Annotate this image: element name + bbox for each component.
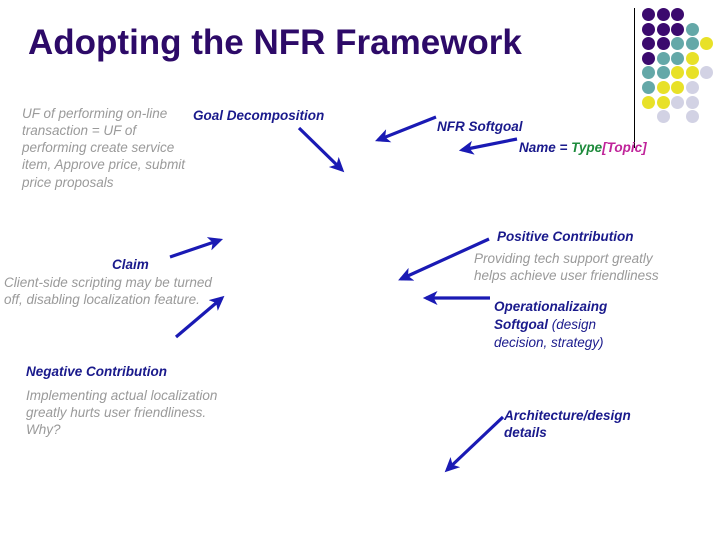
decorative-dot bbox=[656, 37, 670, 51]
decorative-dot bbox=[656, 51, 670, 65]
positive-contribution-body: Providing tech support greatly helps ach… bbox=[474, 251, 659, 284]
decorative-dot bbox=[656, 81, 670, 94]
claim-label: Claim bbox=[112, 257, 149, 272]
negative-contribution-body: Implementing actual localization greatly… bbox=[26, 388, 218, 438]
decorative-dot bbox=[642, 66, 655, 80]
decorative-dot bbox=[656, 22, 670, 36]
decorative-dot bbox=[685, 110, 699, 124]
decorative-dot bbox=[685, 51, 699, 65]
formula-topic-part: [Topic] bbox=[602, 140, 647, 155]
decorative-dot bbox=[685, 66, 699, 80]
decorative-dot bbox=[685, 22, 699, 36]
operationalizing-softgoal-note: (design decision, strategy) bbox=[494, 317, 604, 350]
negative-contribution-label: Negative Contribution bbox=[26, 364, 167, 379]
nfr-softgoal-arrow bbox=[375, 115, 437, 143]
formula-type-part: Type bbox=[571, 140, 603, 155]
goal-decomposition-label: Goal Decomposition bbox=[193, 108, 325, 123]
decorative-dot bbox=[671, 66, 685, 80]
decorative-dot bbox=[656, 66, 670, 80]
decorative-dot bbox=[685, 37, 699, 51]
decorative-dot bbox=[700, 37, 714, 51]
decorative-dot bbox=[685, 95, 699, 109]
operationalizing-softgoal-label: Operationalizaing Softgoal bbox=[494, 299, 608, 332]
goal-decomposition-arrow bbox=[297, 126, 345, 173]
claim-body: Client-side scripting may be turned off,… bbox=[4, 275, 212, 308]
decorative-dot bbox=[656, 95, 670, 109]
decorative-dot bbox=[642, 22, 655, 36]
decorative-dot bbox=[642, 51, 655, 65]
decorative-dot-grid bbox=[642, 8, 714, 124]
decorative-dot bbox=[685, 81, 699, 94]
decorative-dot bbox=[700, 66, 714, 80]
utility-function-note: UF of performing on-line transaction = U… bbox=[22, 106, 186, 190]
architecture-details-arrow bbox=[444, 415, 505, 473]
decorative-dot bbox=[671, 51, 685, 65]
name-type-topic-arrow bbox=[458, 137, 518, 155]
decorative-dot bbox=[671, 22, 685, 36]
nfr-softgoal-label: NFR Softgoal bbox=[437, 119, 523, 134]
decorative-dot bbox=[642, 8, 655, 21]
decorative-dot bbox=[671, 8, 685, 21]
positive-contribution-label: Positive Contribution bbox=[497, 229, 634, 244]
decorative-dot bbox=[642, 95, 655, 109]
decorative-dot bbox=[671, 81, 685, 94]
claim-upper-arrow bbox=[169, 237, 224, 259]
formula-name-part: Name = bbox=[519, 140, 572, 155]
decorative-dot bbox=[642, 81, 655, 94]
decorative-dot bbox=[642, 37, 655, 51]
decorative-dot bbox=[656, 110, 670, 124]
nfr-softgoal-formula: Name = Type[Topic] bbox=[519, 139, 719, 156]
page-title: Adopting the NFR Framework bbox=[28, 23, 522, 62]
grid-divider bbox=[634, 8, 635, 148]
decorative-dot bbox=[671, 95, 685, 109]
architecture-details-label: Architecture/design details bbox=[504, 408, 631, 441]
decorative-dot bbox=[656, 8, 670, 21]
decorative-dot bbox=[671, 37, 685, 51]
operationalizing-softgoal-block: Operationalizaing Softgoal (design decis… bbox=[494, 298, 644, 352]
